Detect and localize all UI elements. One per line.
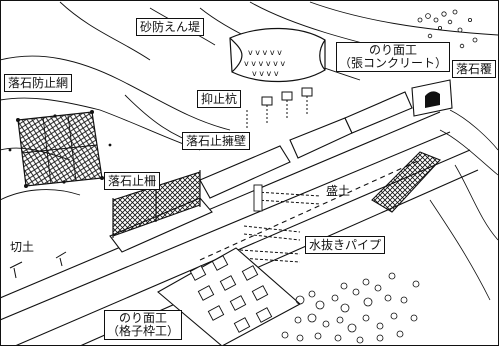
label-slope-grid-line2: （格子枠工） (107, 324, 180, 338)
retaining-wall-drawing (109, 91, 413, 253)
label-slope-concrete-line2: （張コンクリート） (339, 56, 448, 70)
svg-text:v v v v v: v v v v v (248, 48, 282, 57)
svg-text:v v v v: v v v v (252, 69, 279, 78)
label-rockfall-net: 落石防止網 (4, 74, 73, 92)
rocks-top (417, 9, 478, 49)
label-sabo-dam: 砂防えん堤 (136, 18, 205, 36)
rockfall-fence-drawing (112, 170, 201, 238)
label-slope-concrete-line1: のり面工 (369, 43, 418, 57)
label-restraint-pile: 抑止杭 (197, 90, 242, 108)
sabo-dam-drawing (229, 27, 326, 83)
grass-marks (9, 251, 67, 279)
label-retaining-wall: 落石止擁壁 (182, 132, 251, 150)
label-slope-grid: のり面工 （格子枠工） (104, 310, 183, 340)
label-slope-grid-line1: のり面工 (119, 311, 168, 325)
label-slope-concrete: のり面工 （張コンクリート） (336, 42, 451, 72)
drain-pipes (239, 191, 321, 263)
label-rockfall-shed: 落石覆 (452, 60, 497, 78)
rubble (281, 272, 420, 344)
rock-shed-drawing (411, 79, 453, 117)
rockfall-net-drawing (8, 110, 112, 188)
dam-marks: v v v v v v v v v v v v v v v (244, 48, 285, 78)
label-drain-pipe: 水抜きパイプ (305, 236, 386, 254)
svg-text:v v v v v v: v v v v v v (244, 59, 285, 68)
label-embankment: 盛土 (326, 184, 351, 198)
right-slope (429, 109, 499, 301)
label-cut: 切土 (10, 240, 35, 254)
label-rockfall-fence: 落石止柵 (104, 172, 161, 190)
grid-frame-drawing (157, 247, 301, 346)
right-fence (371, 151, 441, 213)
restraint-piles (246, 87, 313, 130)
